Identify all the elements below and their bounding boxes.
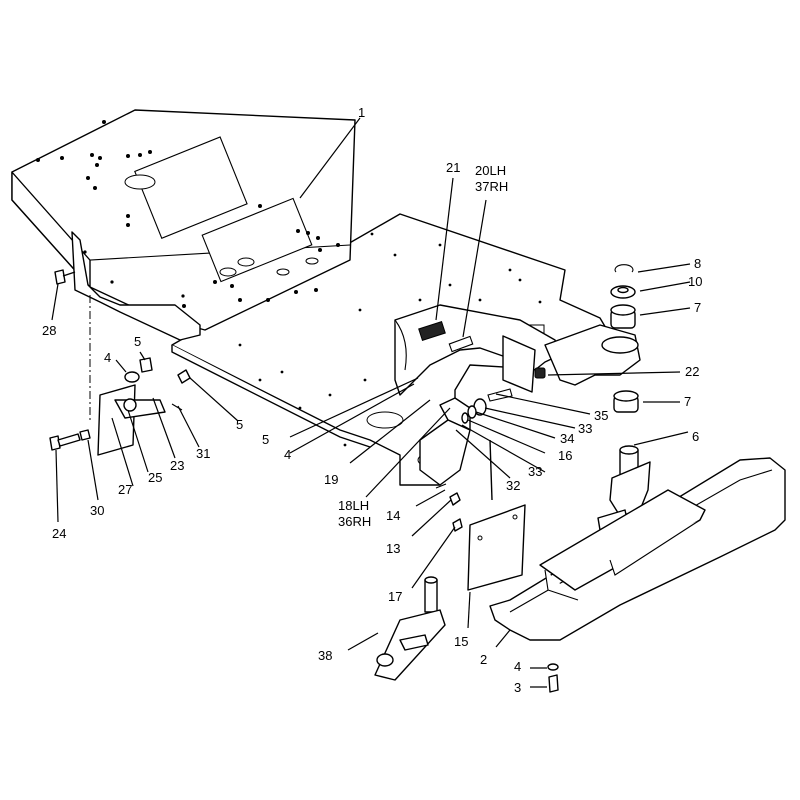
callout-24: 24 [52,526,66,541]
callout-27: 27 [118,482,132,497]
deck-hanger-plate [467,504,526,591]
callout-23: 23 [170,458,184,473]
callout-34: 34 [560,431,574,446]
callout-4-center: 4 [284,447,291,462]
callout-5-top: 5 [134,334,141,349]
callout-20lh: 20LH [475,163,506,178]
callout-21: 21 [446,160,460,175]
callout-19: 19 [324,472,338,487]
callout-30: 30 [90,503,104,518]
callout-37rh: 37RH [475,179,508,194]
callout-5-center: 5 [262,432,269,447]
small-hardware [435,483,463,532]
callout-4-lower: 4 [514,659,521,674]
callout-36rh: 36RH [338,514,371,529]
callout-1: 1 [358,105,365,120]
leader-lines [51,117,691,688]
callout-32: 32 [506,478,520,493]
front-bumper [489,457,786,641]
callout-31: 31 [196,446,210,461]
callout-6: 6 [692,429,699,444]
callout-16: 16 [558,448,572,463]
callout-7: 7 [694,300,701,315]
callout-3: 3 [514,680,521,695]
callout-33a: 33 [578,421,592,436]
pivot-arm [544,324,641,386]
callout-17: 17 [388,589,402,604]
main-frame [11,109,356,331]
bumper-bolt [547,663,559,693]
callout-labels: 1 21 20LH 37RH 8 10 7 22 7 6 35 33 34 16… [42,105,702,695]
callout-14: 14 [386,508,400,523]
callout-33b: 33 [528,464,542,479]
callout-22: 22 [685,364,699,379]
spindle-arm [374,576,446,681]
callout-25: 25 [148,470,162,485]
callout-13: 13 [386,541,400,556]
caster-hardware [610,264,639,413]
callout-35: 35 [594,408,608,423]
callout-4-top: 4 [104,350,111,365]
callout-7b: 7 [684,394,691,409]
left-hinge-assembly [49,269,191,456]
callout-15: 15 [454,634,468,649]
callout-18lh: 18LH [338,498,369,513]
left-side-bracket [71,231,201,420]
callout-28: 28 [42,323,56,338]
callout-10: 10 [688,274,702,289]
callout-5-right: 5 [236,417,243,432]
callout-2: 2 [480,652,487,667]
callout-38: 38 [318,648,332,663]
callout-8: 8 [694,256,701,271]
